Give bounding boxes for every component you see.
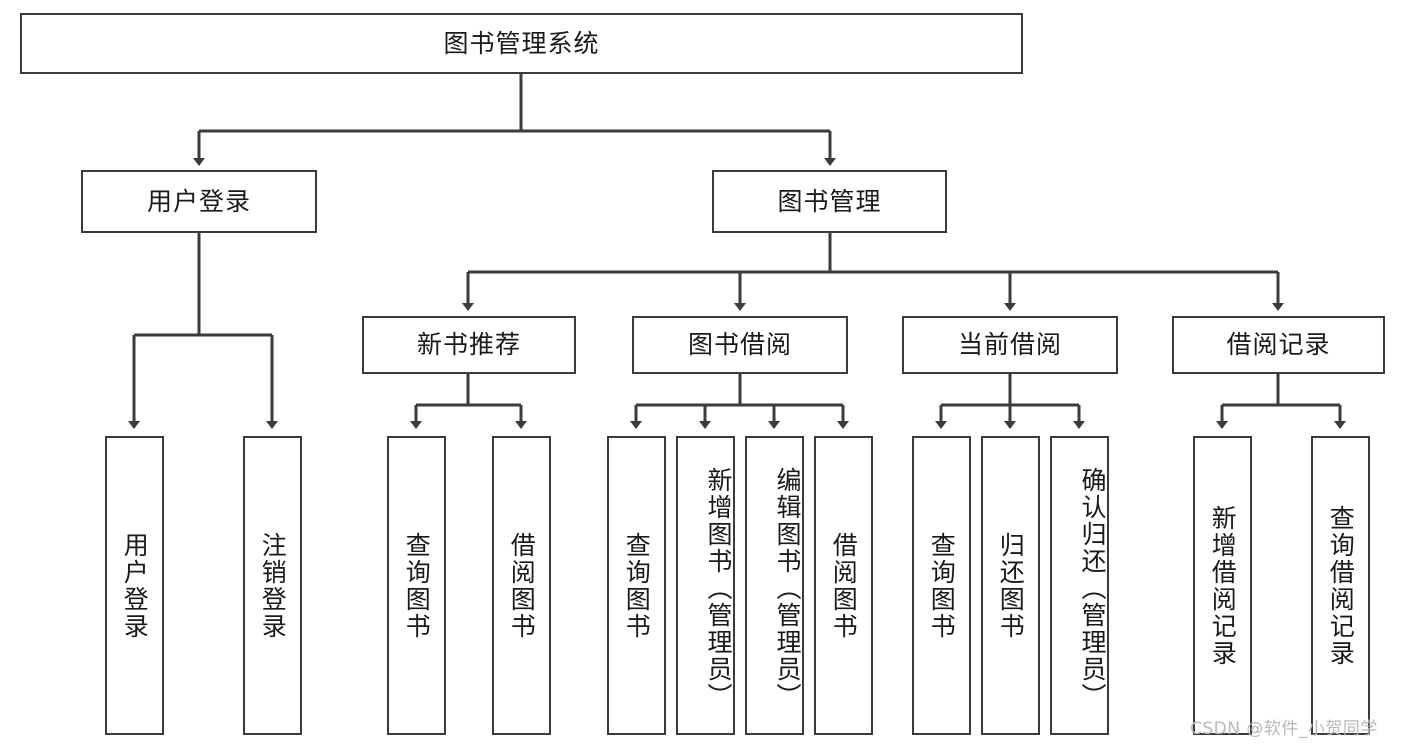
leaf-book-borrow-add-book-admin[interactable]: 新增图书（管理员） — [676, 436, 735, 735]
node-current-borrow[interactable]: 当前借阅 — [902, 316, 1118, 374]
leaf-book-borrow-edit-book-admin[interactable]: 编辑图书（管理员） — [745, 436, 804, 735]
leaf-current-borrow-confirm-return-admin[interactable]: 确认归还（管理员） — [1050, 436, 1109, 735]
leaf-new-book-query-book[interactable]: 查询图书 — [387, 436, 446, 735]
node-borrow-record[interactable]: 借阅记录 — [1172, 316, 1385, 374]
csdn-watermark: CSDN @软件_小贺同学 — [1190, 719, 1378, 739]
leaf-book-borrow-query-book[interactable]: 查询图书 — [607, 436, 666, 735]
node-new-book-recommend[interactable]: 新书推荐 — [362, 316, 576, 374]
leaf-book-borrow-borrow-book[interactable]: 借阅图书 — [814, 436, 873, 735]
node-book-borrow[interactable]: 图书借阅 — [632, 316, 848, 374]
node-user-login[interactable]: 用户登录 — [81, 170, 317, 233]
node-book-management[interactable]: 图书管理 — [712, 170, 947, 233]
leaf-current-borrow-return-book[interactable]: 归还图书 — [981, 436, 1040, 735]
leaf-current-borrow-query-book[interactable]: 查询图书 — [912, 436, 971, 735]
leaf-borrow-record-add-record[interactable]: 新增借阅记录 — [1193, 436, 1252, 735]
node-root-library-management-system[interactable]: 图书管理系统 — [20, 13, 1023, 74]
leaf-new-book-borrow-book[interactable]: 借阅图书 — [492, 436, 551, 735]
leaf-user-login-logout[interactable]: 注销登录 — [243, 436, 302, 735]
leaf-borrow-record-query-record[interactable]: 查询借阅记录 — [1311, 436, 1370, 735]
leaf-user-login-login[interactable]: 用户登录 — [105, 436, 164, 735]
